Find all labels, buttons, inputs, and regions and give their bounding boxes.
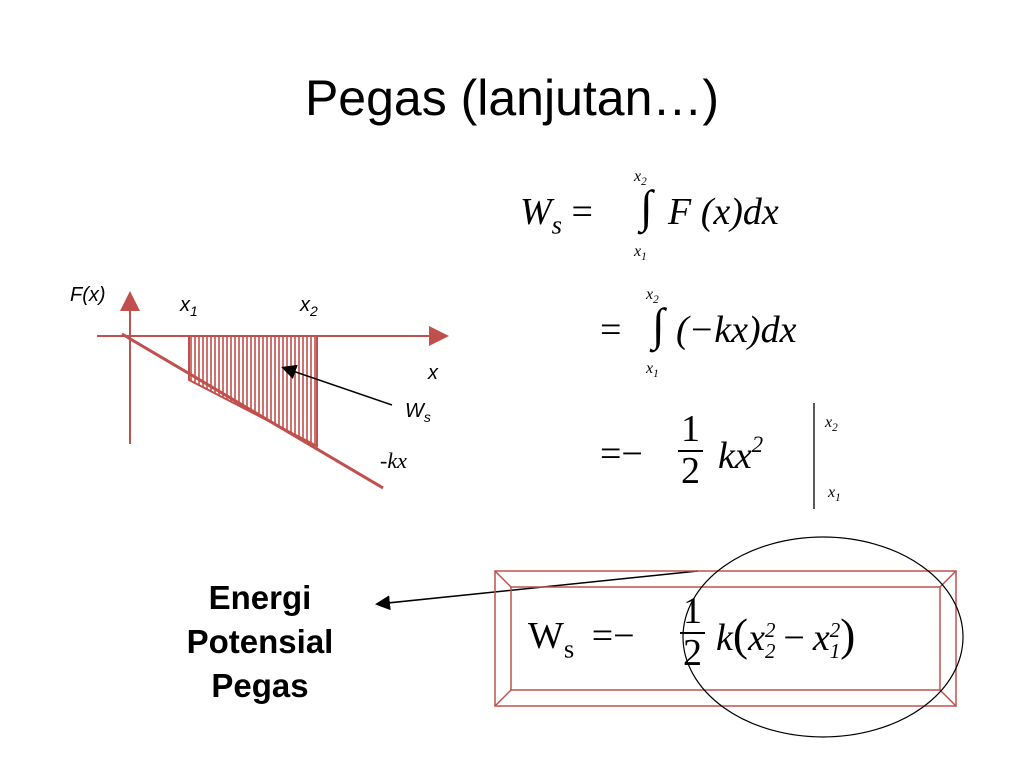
eq2-equals: =	[600, 309, 622, 351]
eq1-upper-limit: x2	[634, 168, 647, 188]
ws-pointer-arrow	[281, 364, 393, 406]
callout-line-3: Pegas	[211, 667, 309, 704]
eq1-integrand: F (x)dx	[668, 191, 779, 233]
eq3-lower-limit: x1	[828, 484, 841, 504]
equation-1: Ws =	[520, 191, 593, 240]
slide-title: Pegas (lanjutan…)	[304, 70, 720, 126]
eq2-upper-limit: x2	[646, 286, 659, 306]
ws-label: Ws	[405, 400, 431, 425]
force-line-label: -kx	[380, 448, 407, 473]
x2-label: x2	[300, 294, 318, 319]
callout-label: Energi Potensial Pegas	[150, 576, 370, 708]
eq3-upper-limit: x2	[825, 414, 838, 434]
final-equation-lhs: Ws =−	[528, 615, 635, 664]
callout-line-1: Energi	[208, 579, 312, 616]
work-area-outline	[188, 335, 318, 448]
eq2-integrand: (−kx)dx	[676, 309, 797, 351]
result-box	[494, 570, 957, 707]
eq2-lower-limit: x1	[646, 360, 659, 380]
eq2-integral-sign: ∫	[652, 299, 665, 350]
eq3-equals: =−	[600, 433, 643, 475]
force-line	[121, 332, 384, 490]
x-axis-label: x	[428, 362, 438, 384]
highlight-ellipse	[682, 536, 964, 738]
eq1-lower-limit: x1	[634, 243, 647, 263]
eq1-integral-sign: ∫	[640, 181, 653, 232]
callout-line-2: Potensial	[186, 623, 334, 660]
y-axis-label: F(x)	[70, 284, 106, 306]
eq3-body: kx2	[718, 432, 764, 477]
x1-label: x1	[180, 294, 198, 319]
